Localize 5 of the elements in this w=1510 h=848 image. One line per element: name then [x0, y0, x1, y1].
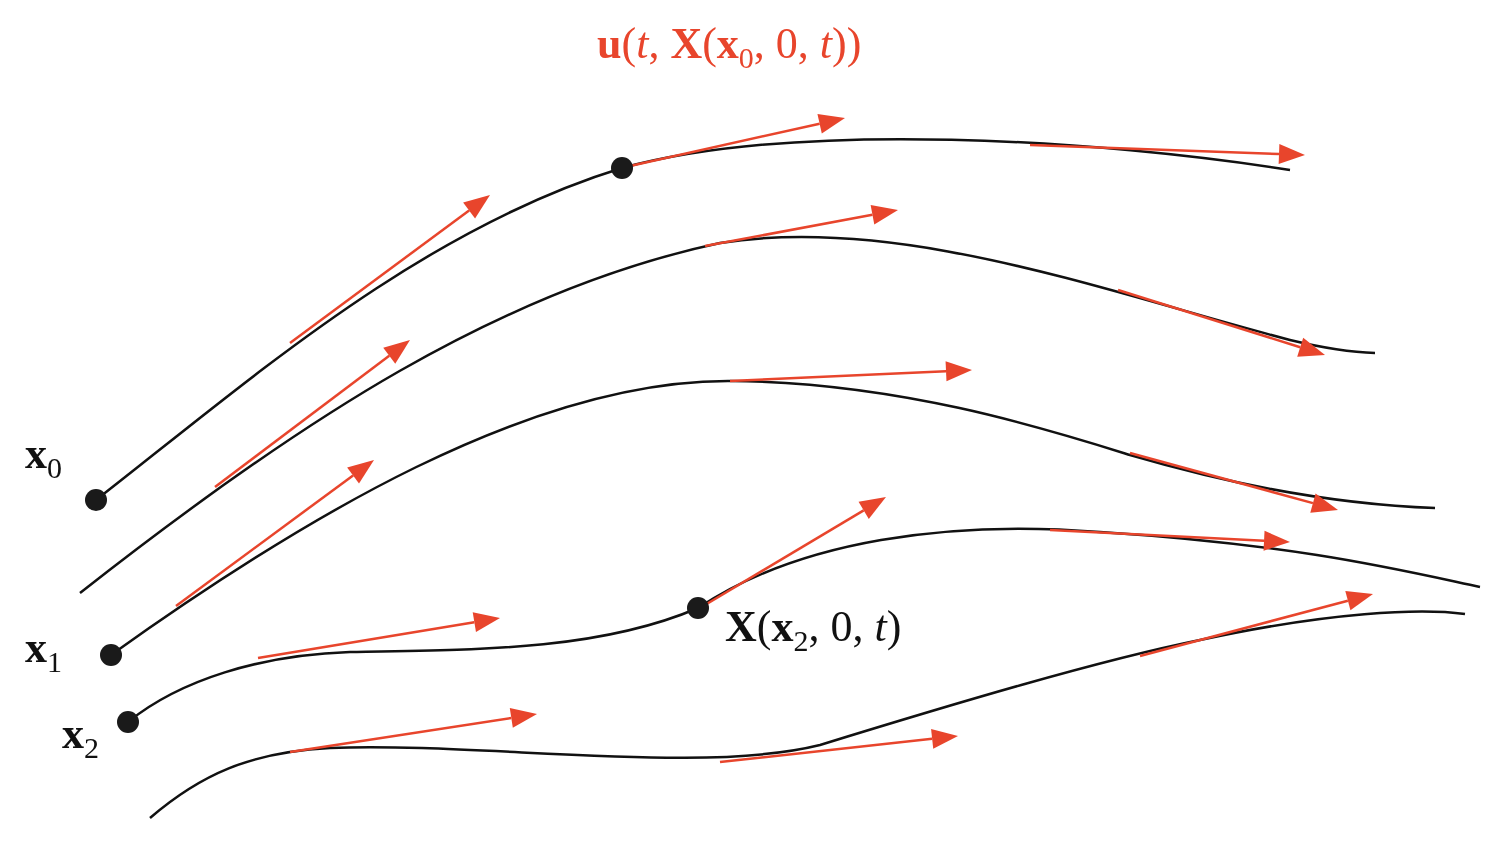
point-label: x$_{1}$: [25, 626, 62, 677]
velocity-label: u(t, X(x$_{0}$, 0, t)): [597, 22, 862, 73]
point-label: x$_{2}$: [62, 712, 99, 763]
point-label: x$_{0}$: [25, 432, 62, 483]
trajectory-label: X(x$_{2}$, 0, t): [725, 605, 902, 656]
